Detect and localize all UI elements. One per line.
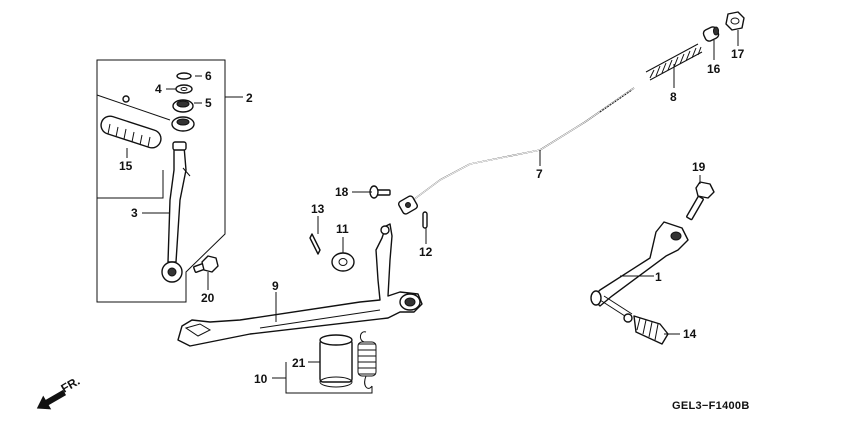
part-18-bolt <box>369 185 391 199</box>
callout-15: 15 <box>119 159 133 173</box>
diagram-code: GEL3−F1400B <box>672 400 750 412</box>
callout-17: 17 <box>731 47 745 61</box>
leader-lines <box>126 30 739 394</box>
assembly-bracket-box <box>96 59 226 303</box>
callout-14: 14 <box>683 327 697 341</box>
front-direction-indicator: FR. <box>36 374 82 410</box>
callout-7: 7 <box>536 167 543 181</box>
callout-21: 21 <box>292 356 306 370</box>
part-3-lever-arm <box>161 141 191 283</box>
callout-18: 18 <box>335 185 349 199</box>
part-21-collar <box>319 334 353 388</box>
callout-labels: 1 2 3 4 5 6 7 8 9 10 11 12 13 14 15 16 1… <box>119 47 745 386</box>
callout-3: 3 <box>131 206 138 220</box>
pivot-rod <box>122 95 185 123</box>
callout-16: 16 <box>707 62 721 76</box>
part-4-washer <box>175 84 193 94</box>
part-13-split-pin <box>309 233 321 255</box>
part-6-clip <box>176 72 192 80</box>
callout-11: 11 <box>336 222 349 236</box>
arrow-icon <box>36 389 67 410</box>
part-19-bolt <box>686 181 715 221</box>
part-20-bolt <box>193 255 219 273</box>
part-11-washer <box>331 252 355 272</box>
part-7-brake-rod <box>397 87 635 215</box>
callout-5: 5 <box>205 96 212 110</box>
part-14-pedal-rubber <box>623 313 669 345</box>
callout-10: 10 <box>254 372 268 386</box>
callout-8: 8 <box>670 90 677 104</box>
part-9-brake-pedal <box>177 223 423 347</box>
part-5-collar <box>172 99 194 113</box>
part-8-spring <box>645 43 703 81</box>
part-16-adjusting-nut <box>702 26 720 42</box>
part-17-nut <box>725 11 745 31</box>
callout-13: 13 <box>311 202 325 216</box>
callout-9: 9 <box>272 279 279 293</box>
part-12-cotter-pin <box>422 211 428 229</box>
part-15-grip-rubber <box>100 115 162 149</box>
callout-4: 4 <box>155 82 162 96</box>
callout-1: 1 <box>655 270 662 284</box>
callout-19: 19 <box>692 160 706 174</box>
callout-2: 2 <box>246 91 253 105</box>
lever-boss <box>171 116 195 132</box>
part-1-brake-arm <box>590 221 689 319</box>
callout-12: 12 <box>419 245 433 259</box>
callout-20: 20 <box>201 291 215 305</box>
callout-6: 6 <box>205 69 212 83</box>
part-10-return-spring <box>357 331 377 389</box>
